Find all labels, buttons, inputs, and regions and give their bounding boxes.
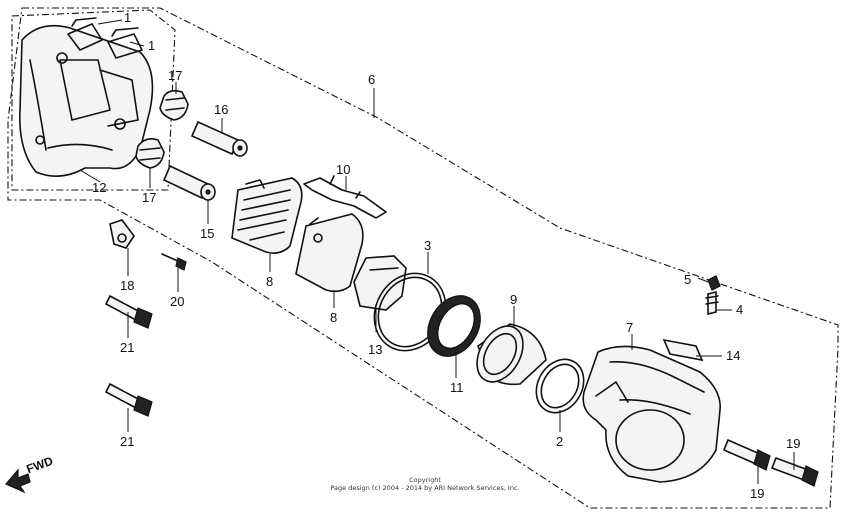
pad-pin-plug-part[interactable]: [662, 338, 704, 362]
callout-label: 8: [330, 310, 337, 325]
callout-labels: 1 1 2 3 4 5 6 7 8 8 9 10 11 12 13 14 15 …: [92, 10, 800, 501]
callout-label: 21: [120, 434, 134, 449]
callout-label: 5: [684, 272, 691, 287]
callout-label: 1: [124, 10, 131, 25]
callout-label: 1: [148, 38, 155, 53]
callout-label: 3: [424, 238, 431, 253]
bracket-bolt-upper-part[interactable]: [104, 294, 153, 329]
callout-label: 12: [92, 180, 106, 195]
pin-boot-upper-part[interactable]: [159, 89, 189, 121]
bleeder-cap-part[interactable]: [707, 275, 721, 291]
callout-label: 15: [200, 226, 214, 241]
caliper-bracket-part[interactable]: [19, 24, 154, 177]
callout-label: 20: [170, 294, 184, 309]
assembly-boundary-outline: [7, 7, 839, 509]
caliper-bolt-upper-part[interactable]: [770, 456, 819, 487]
callout-label: 16: [214, 102, 228, 117]
callout-label: 7: [626, 320, 633, 335]
callout-label: 19: [750, 486, 764, 501]
caliper-bolt-lower-part[interactable]: [722, 438, 771, 471]
pad-shim-part[interactable]: [353, 255, 407, 311]
brake-pad-outer-part[interactable]: [295, 213, 364, 293]
callout-label: 10: [336, 162, 350, 177]
callout-label: 11: [450, 380, 464, 395]
callout-label: 6: [368, 72, 375, 87]
callout-leader-lines: [79, 19, 795, 484]
callout-label: 4: [736, 302, 743, 317]
bleeder-valve-part[interactable]: [705, 290, 719, 316]
callout-label: 13: [368, 342, 382, 357]
pad-spring-part[interactable]: [303, 175, 387, 219]
clamp-screw-part[interactable]: [161, 253, 187, 271]
callout-label: 2: [556, 434, 563, 449]
copyright-notice: Copyright Page design (c) 2004 - 2014 by…: [0, 476, 850, 492]
pin-boot-lower-part[interactable]: [135, 138, 165, 169]
slide-pin-upper-part[interactable]: [190, 120, 248, 157]
callout-label: 8: [266, 274, 273, 289]
piston-seal-part[interactable]: [417, 286, 491, 365]
callout-label: 14: [726, 348, 740, 363]
callout-label: 21: [120, 340, 134, 355]
callout-label: 17: [142, 190, 156, 205]
piston-ring-part[interactable]: [527, 351, 593, 421]
bracket-bolt-lower-part[interactable]: [104, 382, 153, 417]
copyright-line: Page design (c) 2004 - 2014 by ARI Netwo…: [330, 484, 520, 492]
callout-label: 19: [786, 436, 800, 451]
pad-retainer-clip-part[interactable]: [67, 17, 103, 51]
pad-retainer-clip-part[interactable]: [107, 27, 143, 59]
copyright-line: Copyright: [409, 476, 441, 484]
hose-clamp-part[interactable]: [109, 219, 135, 249]
callout-label: 18: [120, 278, 134, 293]
brake-pad-inner-part[interactable]: [231, 177, 303, 254]
caliper-body-part[interactable]: [582, 345, 721, 483]
callout-label: 9: [510, 292, 517, 307]
slide-pin-lower-part[interactable]: [162, 164, 216, 201]
forward-direction-arrow-icon: [5, 468, 31, 494]
callout-label: 17: [168, 68, 182, 83]
caliper-piston-part[interactable]: [468, 318, 547, 390]
